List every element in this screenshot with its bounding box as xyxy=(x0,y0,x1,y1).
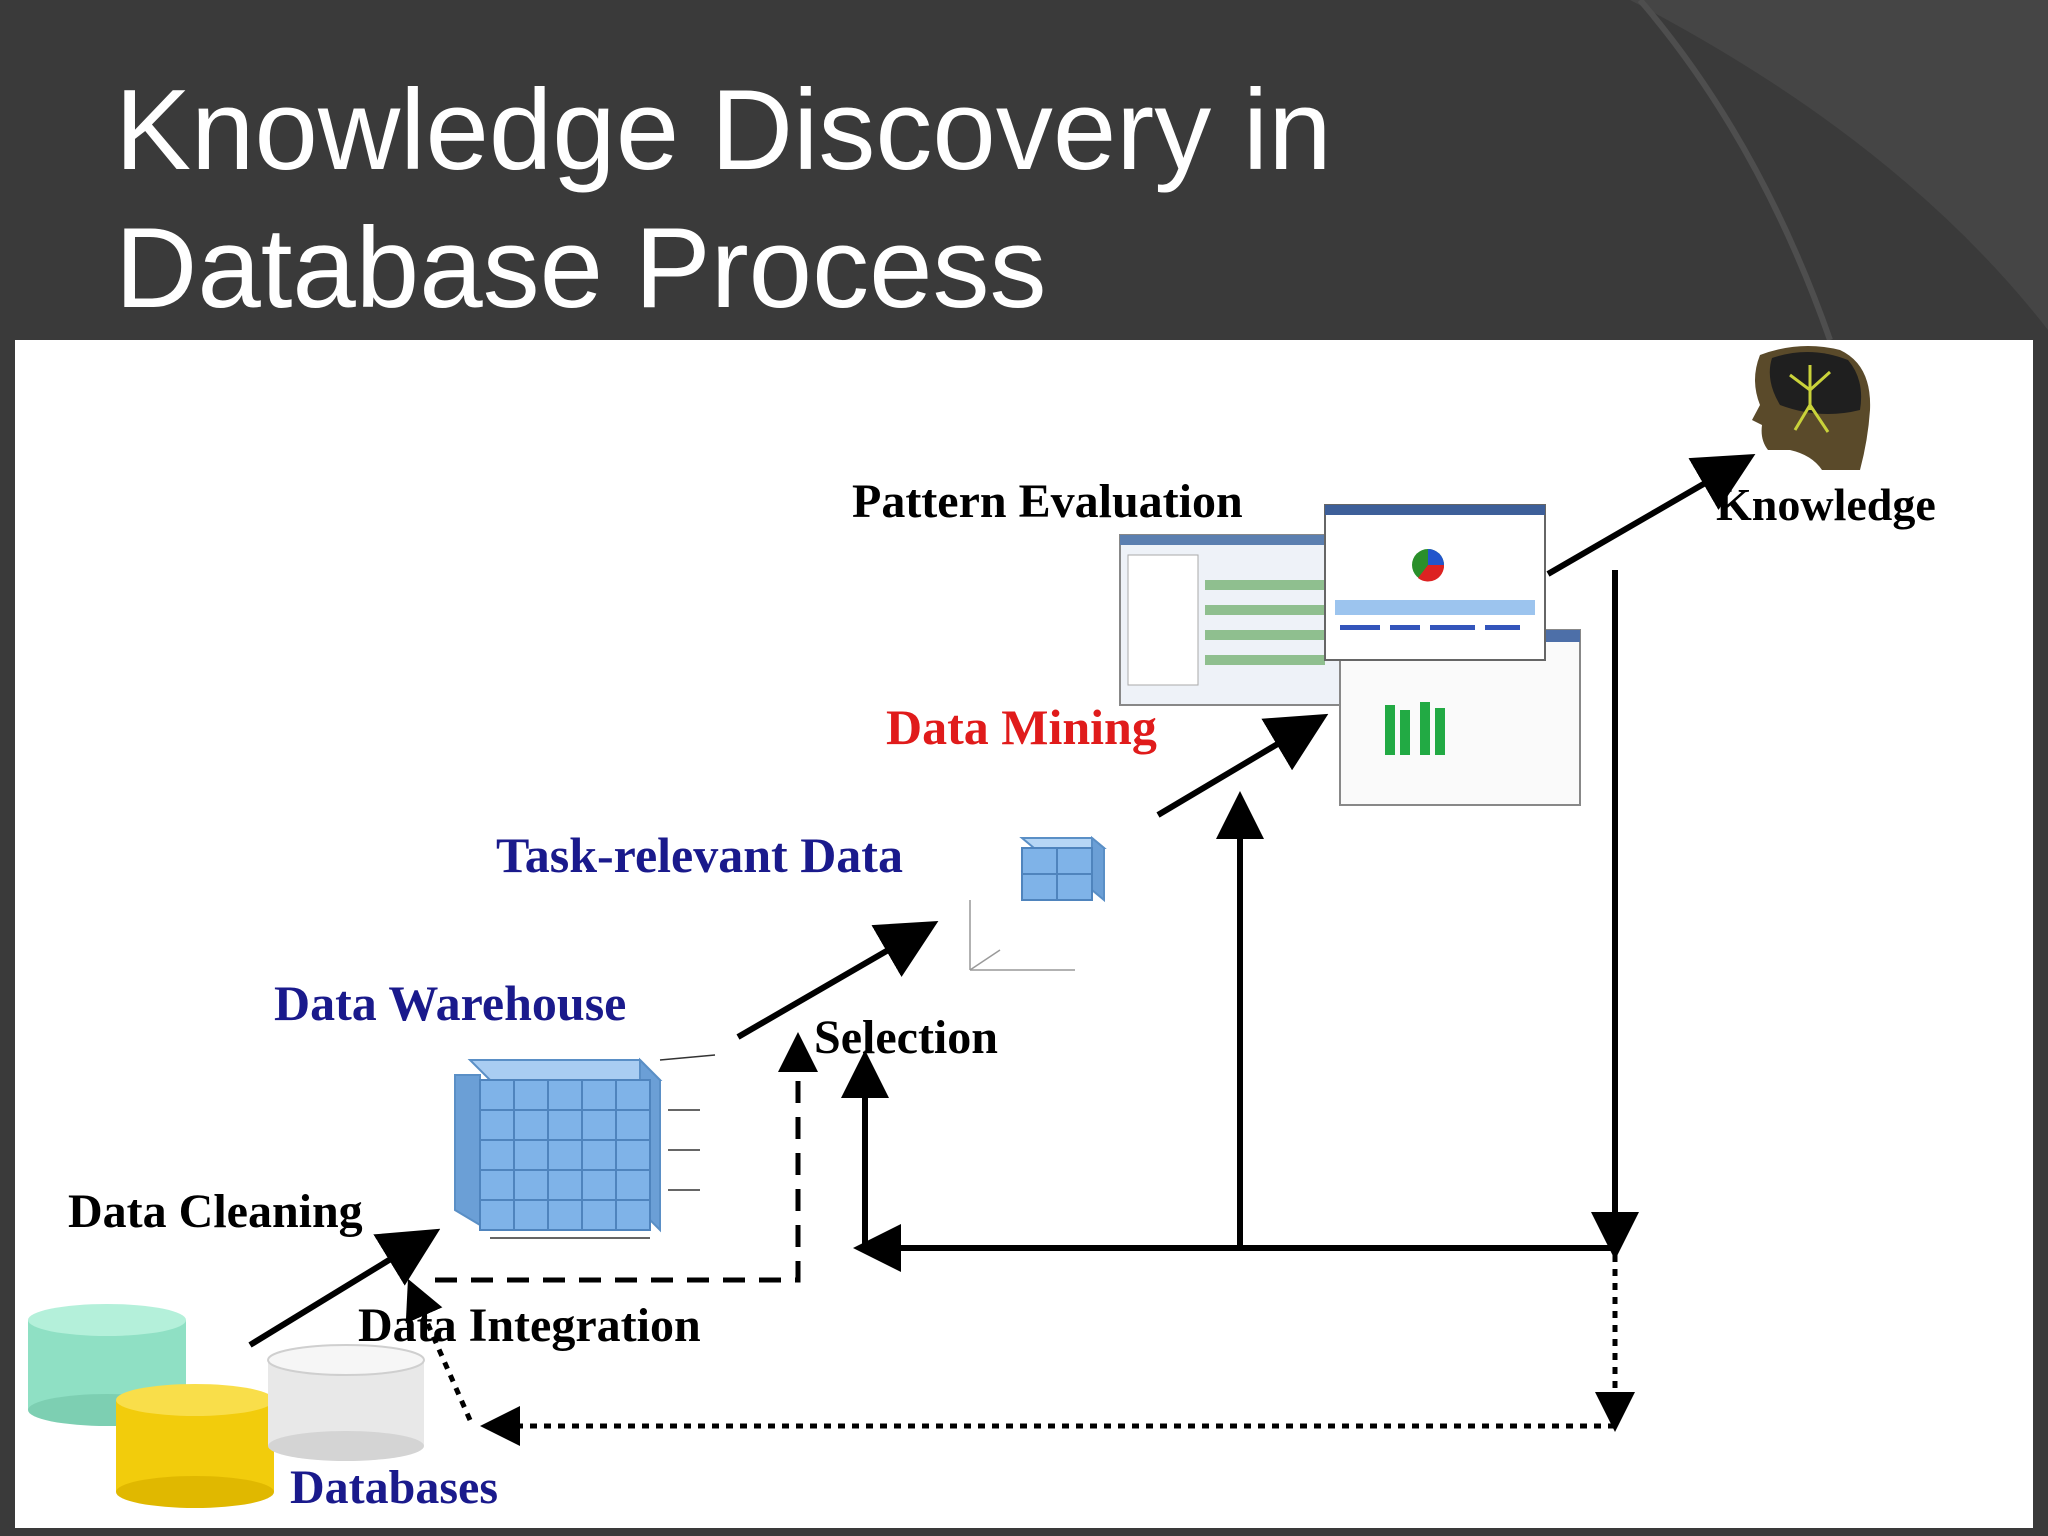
label-task-relevant-data: Task-relevant Data xyxy=(496,827,903,883)
label-data-cleaning: Data Cleaning xyxy=(68,1185,363,1238)
label-knowledge: Knowledge xyxy=(1716,479,1936,530)
warehouse-cube-icon xyxy=(454,1054,716,1239)
dotted-diagonal-line xyxy=(405,1278,473,1422)
label-selection: Selection xyxy=(814,1011,998,1064)
label-pattern-evaluation: Pattern Evaluation xyxy=(852,475,1243,528)
database-cylinder-icon xyxy=(28,1304,425,1508)
data-cube-icon xyxy=(969,835,1107,971)
slide-title: Knowledge Discovery in Database Process xyxy=(115,62,1332,338)
diagram-panel xyxy=(15,340,2033,1528)
label-data-integration: Data Integration xyxy=(358,1299,701,1352)
screenshot-windows-icon xyxy=(1119,504,1581,806)
label-databases: Databases xyxy=(290,1461,499,1514)
arrow-task-to-mining xyxy=(1156,713,1329,818)
arrow-evaluation-to-knowledge xyxy=(1546,453,1756,577)
title-line-1: Knowledge Discovery in xyxy=(115,67,1332,194)
label-data-mining: Data Mining xyxy=(886,699,1157,755)
integration-dashed-line xyxy=(435,1032,818,1283)
title-line-2: Database Process xyxy=(115,205,1047,332)
arrow-warehouse-to-task xyxy=(736,920,939,1040)
arrow-databases-to-warehouse xyxy=(248,1228,441,1348)
label-data-warehouse: Data Warehouse xyxy=(274,975,627,1031)
brain-head-icon xyxy=(1752,346,1871,470)
